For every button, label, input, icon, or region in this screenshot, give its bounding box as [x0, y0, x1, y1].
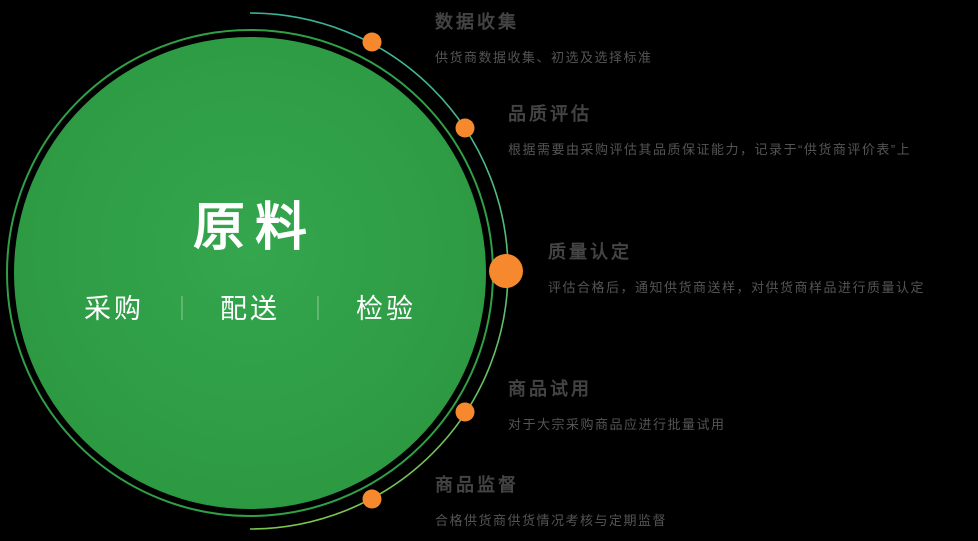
stage-dot-quality-evaluation: [455, 118, 475, 138]
stage-description: 对于大宗采购商品应进行批量试用: [508, 416, 726, 432]
stage-title: 商品监督: [435, 475, 519, 495]
divider-bar: ｜: [170, 296, 194, 324]
stage-description: 供货商数据收集、初选及选择标准: [435, 49, 653, 65]
stage-title: 质量认定: [548, 242, 632, 262]
circle-item-delivery: 配送: [220, 294, 280, 325]
circle-item-procurement: 采购: [84, 294, 144, 325]
stage-description: 合格供货商供货情况考核与定期监督: [435, 512, 668, 528]
stage-dot-data-collection: [362, 32, 382, 52]
stage-dot-product-supervision: [362, 489, 382, 509]
circle-label: 原料 采购 ｜ 配送 ｜ 检验: [5, 199, 495, 326]
stage-product-supervision: 商品监督 合格供货商供货情况考核与定期监督: [435, 475, 667, 529]
stage-description: 根据需要由采购评估其品质保证能力，记录于“供货商评价表”上: [508, 141, 912, 157]
stage-dot-product-trial: [455, 402, 475, 422]
stage-title: 商品试用: [508, 379, 592, 399]
circle-item-inspection: 检验: [356, 294, 416, 325]
main-circle: [14, 37, 486, 509]
divider-bar: ｜: [306, 296, 330, 324]
stage-quality-evaluation: 品质评估 根据需要由采购评估其品质保证能力，记录于“供货商评价表”上: [508, 104, 911, 158]
stage-data-collection: 数据收集 供货商数据收集、初选及选择标准: [435, 12, 653, 66]
stage-quality-certification: 质量认定 评估合格后，通知供货商送样，对供货商样品进行质量认定: [548, 242, 925, 296]
stage-title: 品质评估: [508, 104, 592, 124]
stage-title: 数据收集: [435, 12, 519, 32]
stage-dot-quality-certification: [489, 254, 523, 288]
stage-description: 评估合格后，通知供货商送样，对供货商样品进行质量认定: [548, 279, 926, 295]
circle-sub-items: 采购 ｜ 配送 ｜ 检验: [5, 287, 495, 326]
stage-product-trial: 商品试用 对于大宗采购商品应进行批量试用: [508, 379, 726, 433]
circle-title: 原料: [192, 199, 317, 257]
